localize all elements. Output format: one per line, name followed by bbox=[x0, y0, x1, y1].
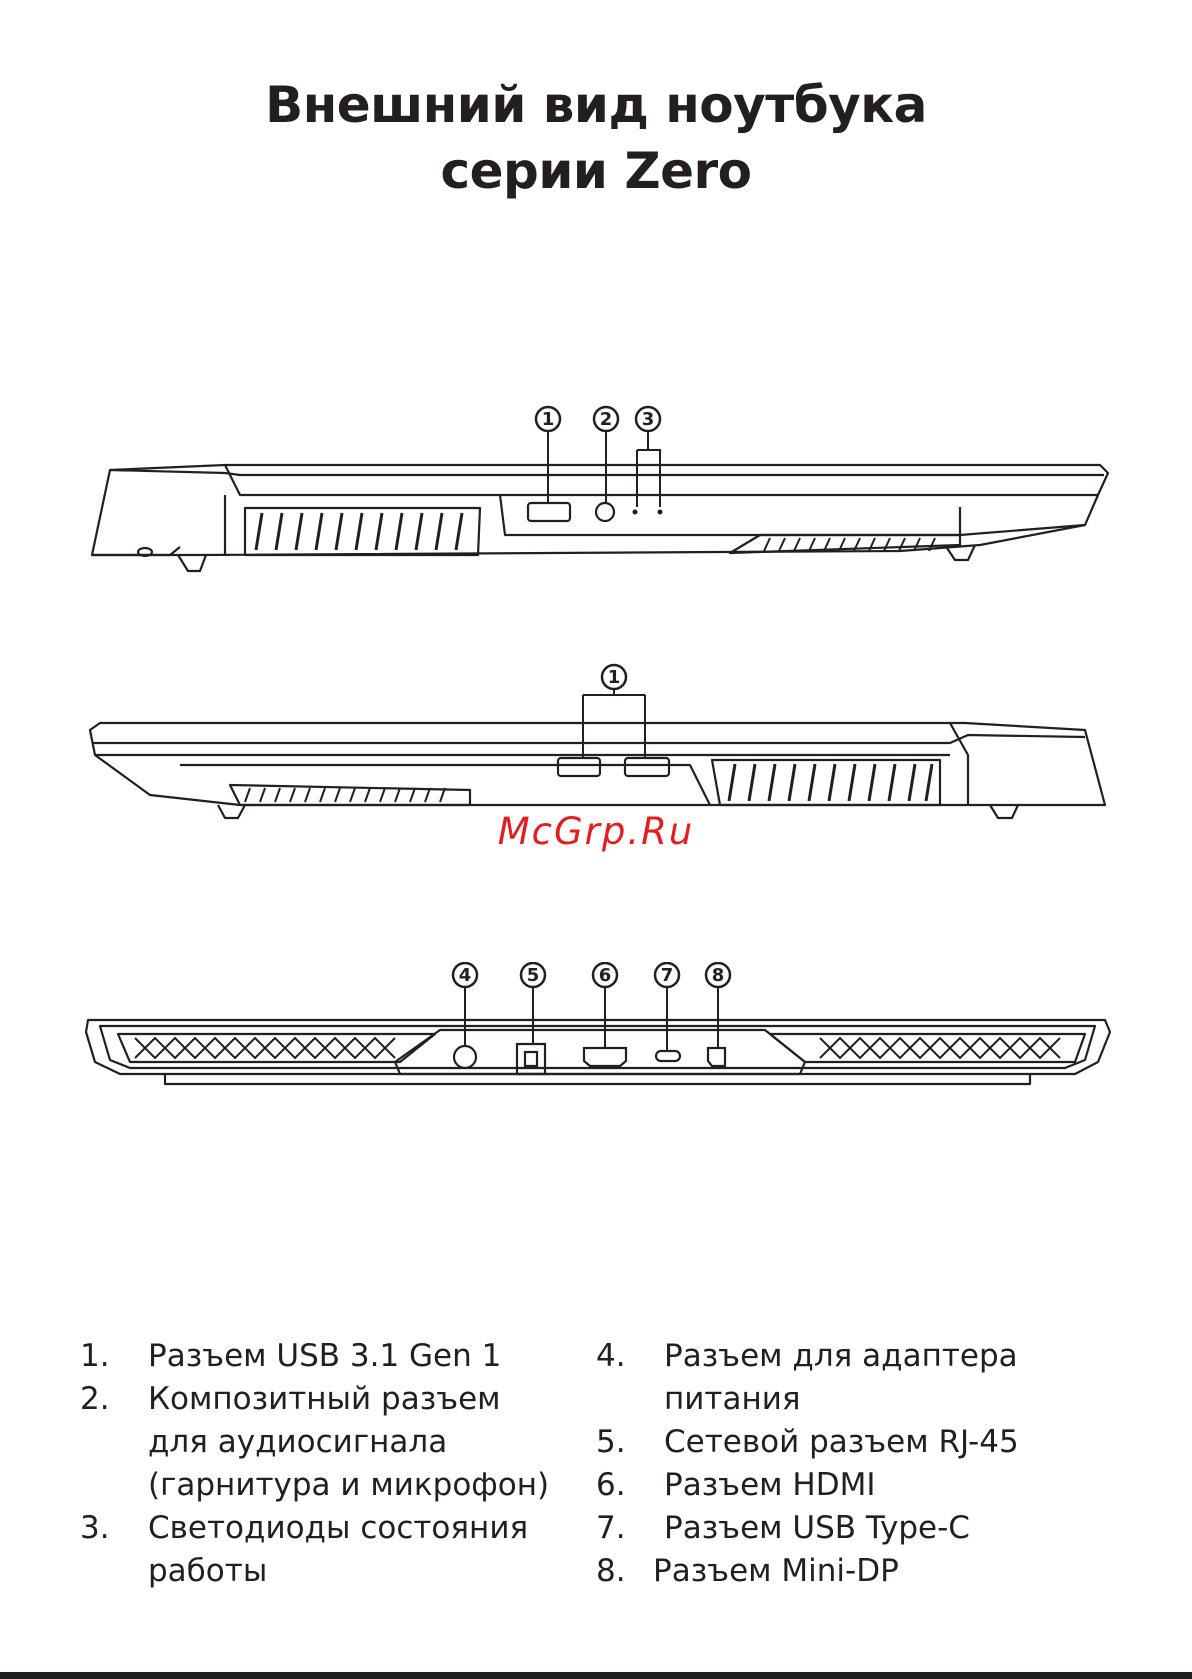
legend-item: 7. Разъем USB Type-C bbox=[596, 1507, 1096, 1550]
back-usbc-port bbox=[656, 1051, 680, 1061]
legend-item-number: 7. bbox=[596, 1507, 626, 1550]
laptop-back-drawing: 4 5 6 7 8 bbox=[0, 962, 1192, 1112]
right-vent-frame bbox=[712, 760, 940, 805]
back-minidp-port bbox=[708, 1048, 725, 1066]
back-power-jack bbox=[454, 1046, 476, 1068]
callout-8: 8 bbox=[712, 965, 725, 986]
left-led-2 bbox=[658, 510, 663, 515]
legend-left-column: 1. Разъем USB 3.1 Gen 1 2. Композитный р… bbox=[80, 1335, 560, 1593]
callout-4: 4 bbox=[459, 965, 472, 986]
laptop-left-side-drawing: 1 2 3 bbox=[0, 395, 1192, 595]
right-usb-port-1 bbox=[558, 758, 600, 776]
page-title: Внешний вид ноутбука серии Zero bbox=[0, 72, 1192, 204]
back-right-vent-grille bbox=[820, 1038, 1060, 1058]
left-audio-jack bbox=[596, 503, 614, 521]
legend-item-text: Разъем Mini-DP bbox=[653, 1550, 1083, 1593]
bottom-rule bbox=[0, 1672, 1192, 1679]
legend-item-number: 6. bbox=[596, 1464, 626, 1507]
callout-1-right: 1 bbox=[608, 667, 621, 688]
callout-1-left: 1 bbox=[542, 409, 555, 430]
page-title-line-2: серии Zero bbox=[0, 138, 1192, 204]
callout-7: 7 bbox=[661, 965, 674, 986]
legend-item-number: 8. bbox=[596, 1550, 626, 1593]
legend-item-number: 2. bbox=[80, 1378, 110, 1421]
right-usb-port-2 bbox=[625, 758, 669, 776]
left-vent-slats bbox=[256, 513, 462, 550]
legend-item-text: Разъем HDMI bbox=[664, 1464, 1094, 1507]
legend-right-column: 4. Разъем для адаптера питания 5. Сетево… bbox=[596, 1335, 1096, 1593]
right-callouts: 1 bbox=[602, 665, 626, 689]
legend-item: 8. Разъем Mini-DP bbox=[596, 1550, 1096, 1593]
callout-5: 5 bbox=[527, 965, 540, 986]
right-vent-slats bbox=[729, 764, 932, 801]
right-front-vent-slats bbox=[245, 788, 445, 802]
legend-item-text: Разъем для адаптера питания bbox=[664, 1335, 1094, 1421]
left-callouts: 1 2 3 bbox=[536, 407, 660, 431]
callout-6: 6 bbox=[599, 965, 612, 986]
left-front-cap bbox=[92, 547, 180, 555]
legend-item-text: Разъем USB Type-C bbox=[664, 1507, 1094, 1550]
legend-item-text: Светодиоды состояния работы bbox=[148, 1507, 558, 1593]
callout-2: 2 bbox=[600, 409, 613, 430]
back-base bbox=[165, 1074, 1030, 1084]
back-right-vent-frame bbox=[770, 1034, 1085, 1062]
back-left-vent-grille bbox=[135, 1038, 395, 1058]
left-hinge-line bbox=[960, 507, 1085, 535]
back-rj45-port bbox=[517, 1044, 545, 1074]
legend-item: 3. Светодиоды состояния работы bbox=[80, 1507, 560, 1593]
laptop-right-side-drawing: 1 bbox=[0, 655, 1192, 835]
laptop-right-side-view: 1 bbox=[0, 655, 1192, 835]
legend-item-number: 1. bbox=[80, 1335, 110, 1378]
watermark: McGrp.Ru bbox=[0, 810, 1192, 853]
laptop-left-side-view: 1 2 3 bbox=[0, 395, 1192, 595]
right-top-line bbox=[92, 735, 1085, 743]
legend-item: 5. Сетевой разъем RJ-45 bbox=[596, 1421, 1096, 1464]
legend-item: 2. Композитный разъем для аудиосигнала (… bbox=[80, 1378, 560, 1507]
laptop-back-view: 4 5 6 7 8 bbox=[0, 962, 1192, 1112]
legend-item-text: Сетевой разъем RJ-45 bbox=[664, 1421, 1094, 1464]
legend-item: 6. Разъем HDMI bbox=[596, 1464, 1096, 1507]
left-lid-line bbox=[225, 465, 1098, 495]
legend-item-number: 4. bbox=[596, 1335, 626, 1378]
left-foot-front bbox=[178, 555, 206, 571]
legend-item-number: 3. bbox=[80, 1507, 110, 1550]
page-title-line-1: Внешний вид ноутбука bbox=[0, 72, 1192, 138]
legend-item-text: Разъем USB 3.1 Gen 1 bbox=[148, 1335, 558, 1378]
legend-item-text: Композитный разъем для аудиосигнала (гар… bbox=[148, 1378, 558, 1507]
legend-item: 4. Разъем для адаптера питания bbox=[596, 1335, 1096, 1421]
callout-3: 3 bbox=[642, 409, 655, 430]
back-hdmi-port bbox=[584, 1048, 626, 1066]
legend-item: 1. Разъем USB 3.1 Gen 1 bbox=[80, 1335, 560, 1378]
left-usb-port bbox=[528, 503, 570, 521]
left-led-1 bbox=[633, 510, 638, 515]
back-callouts: 4 5 6 7 8 bbox=[453, 963, 730, 987]
legend-item-number: 5. bbox=[596, 1421, 626, 1464]
